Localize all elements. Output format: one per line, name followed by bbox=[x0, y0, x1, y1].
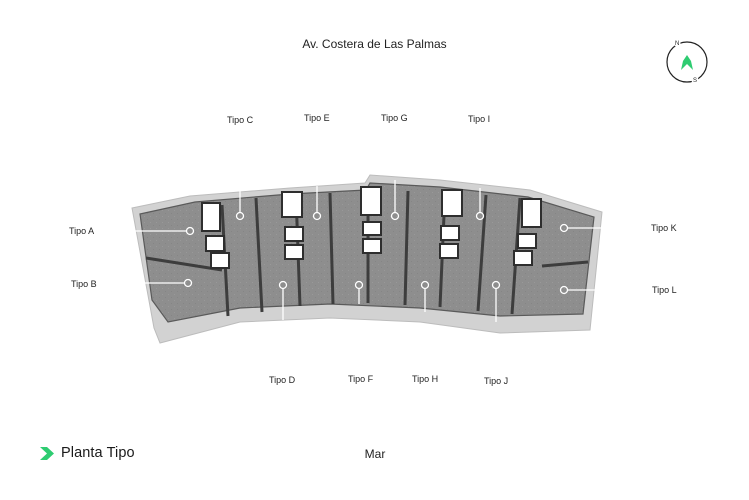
page-title: Planta Tipo bbox=[61, 445, 135, 461]
unit-labels: Tipo A Tipo B Tipo C Tipo D Tipo E Tipo … bbox=[69, 113, 677, 386]
chevron-right-icon bbox=[40, 446, 54, 460]
unit-label-c[interactable]: Tipo C bbox=[227, 115, 254, 125]
compass-north: N bbox=[675, 41, 679, 47]
compass: N S bbox=[666, 39, 708, 84]
unit-marker-a[interactable] bbox=[185, 226, 195, 236]
unit-label-i[interactable]: Tipo I bbox=[468, 114, 490, 124]
unit-label-d[interactable]: Tipo D bbox=[269, 375, 296, 385]
unit-label-k[interactable]: Tipo K bbox=[651, 223, 677, 233]
unit-label-j[interactable]: Tipo J bbox=[484, 376, 508, 386]
leader-lines bbox=[100, 180, 640, 322]
compass-arrow-icon bbox=[681, 55, 693, 70]
unit-label-h[interactable]: Tipo H bbox=[412, 374, 438, 384]
unit-marker-h[interactable] bbox=[420, 280, 430, 290]
unit-label-g[interactable]: Tipo G bbox=[381, 113, 408, 123]
unit-marker-k[interactable] bbox=[559, 223, 569, 233]
brand: Planta Tipo bbox=[40, 445, 135, 461]
unit-marker-d[interactable] bbox=[278, 280, 288, 290]
unit-label-l[interactable]: Tipo L bbox=[652, 285, 677, 295]
unit-marker-e[interactable] bbox=[312, 211, 322, 221]
unit-marker-l[interactable] bbox=[559, 285, 569, 295]
unit-marker-b[interactable] bbox=[183, 278, 193, 288]
unit-marker-j[interactable] bbox=[491, 280, 501, 290]
compass-south: S bbox=[693, 78, 697, 84]
unit-label-a[interactable]: Tipo A bbox=[69, 226, 94, 236]
unit-marker-c[interactable] bbox=[235, 211, 245, 221]
unit-marker-f[interactable] bbox=[354, 280, 364, 290]
unit-markers bbox=[183, 211, 569, 295]
unit-marker-g[interactable] bbox=[390, 211, 400, 221]
unit-label-e[interactable]: Tipo E bbox=[304, 113, 330, 123]
sea-label: Mar bbox=[364, 447, 386, 461]
unit-label-f[interactable]: Tipo F bbox=[348, 374, 374, 384]
unit-marker-i[interactable] bbox=[475, 211, 485, 221]
street-label: Av. Costera de Las Palmas bbox=[302, 37, 447, 51]
unit-label-b[interactable]: Tipo B bbox=[71, 279, 97, 289]
service-cores bbox=[201, 186, 542, 269]
